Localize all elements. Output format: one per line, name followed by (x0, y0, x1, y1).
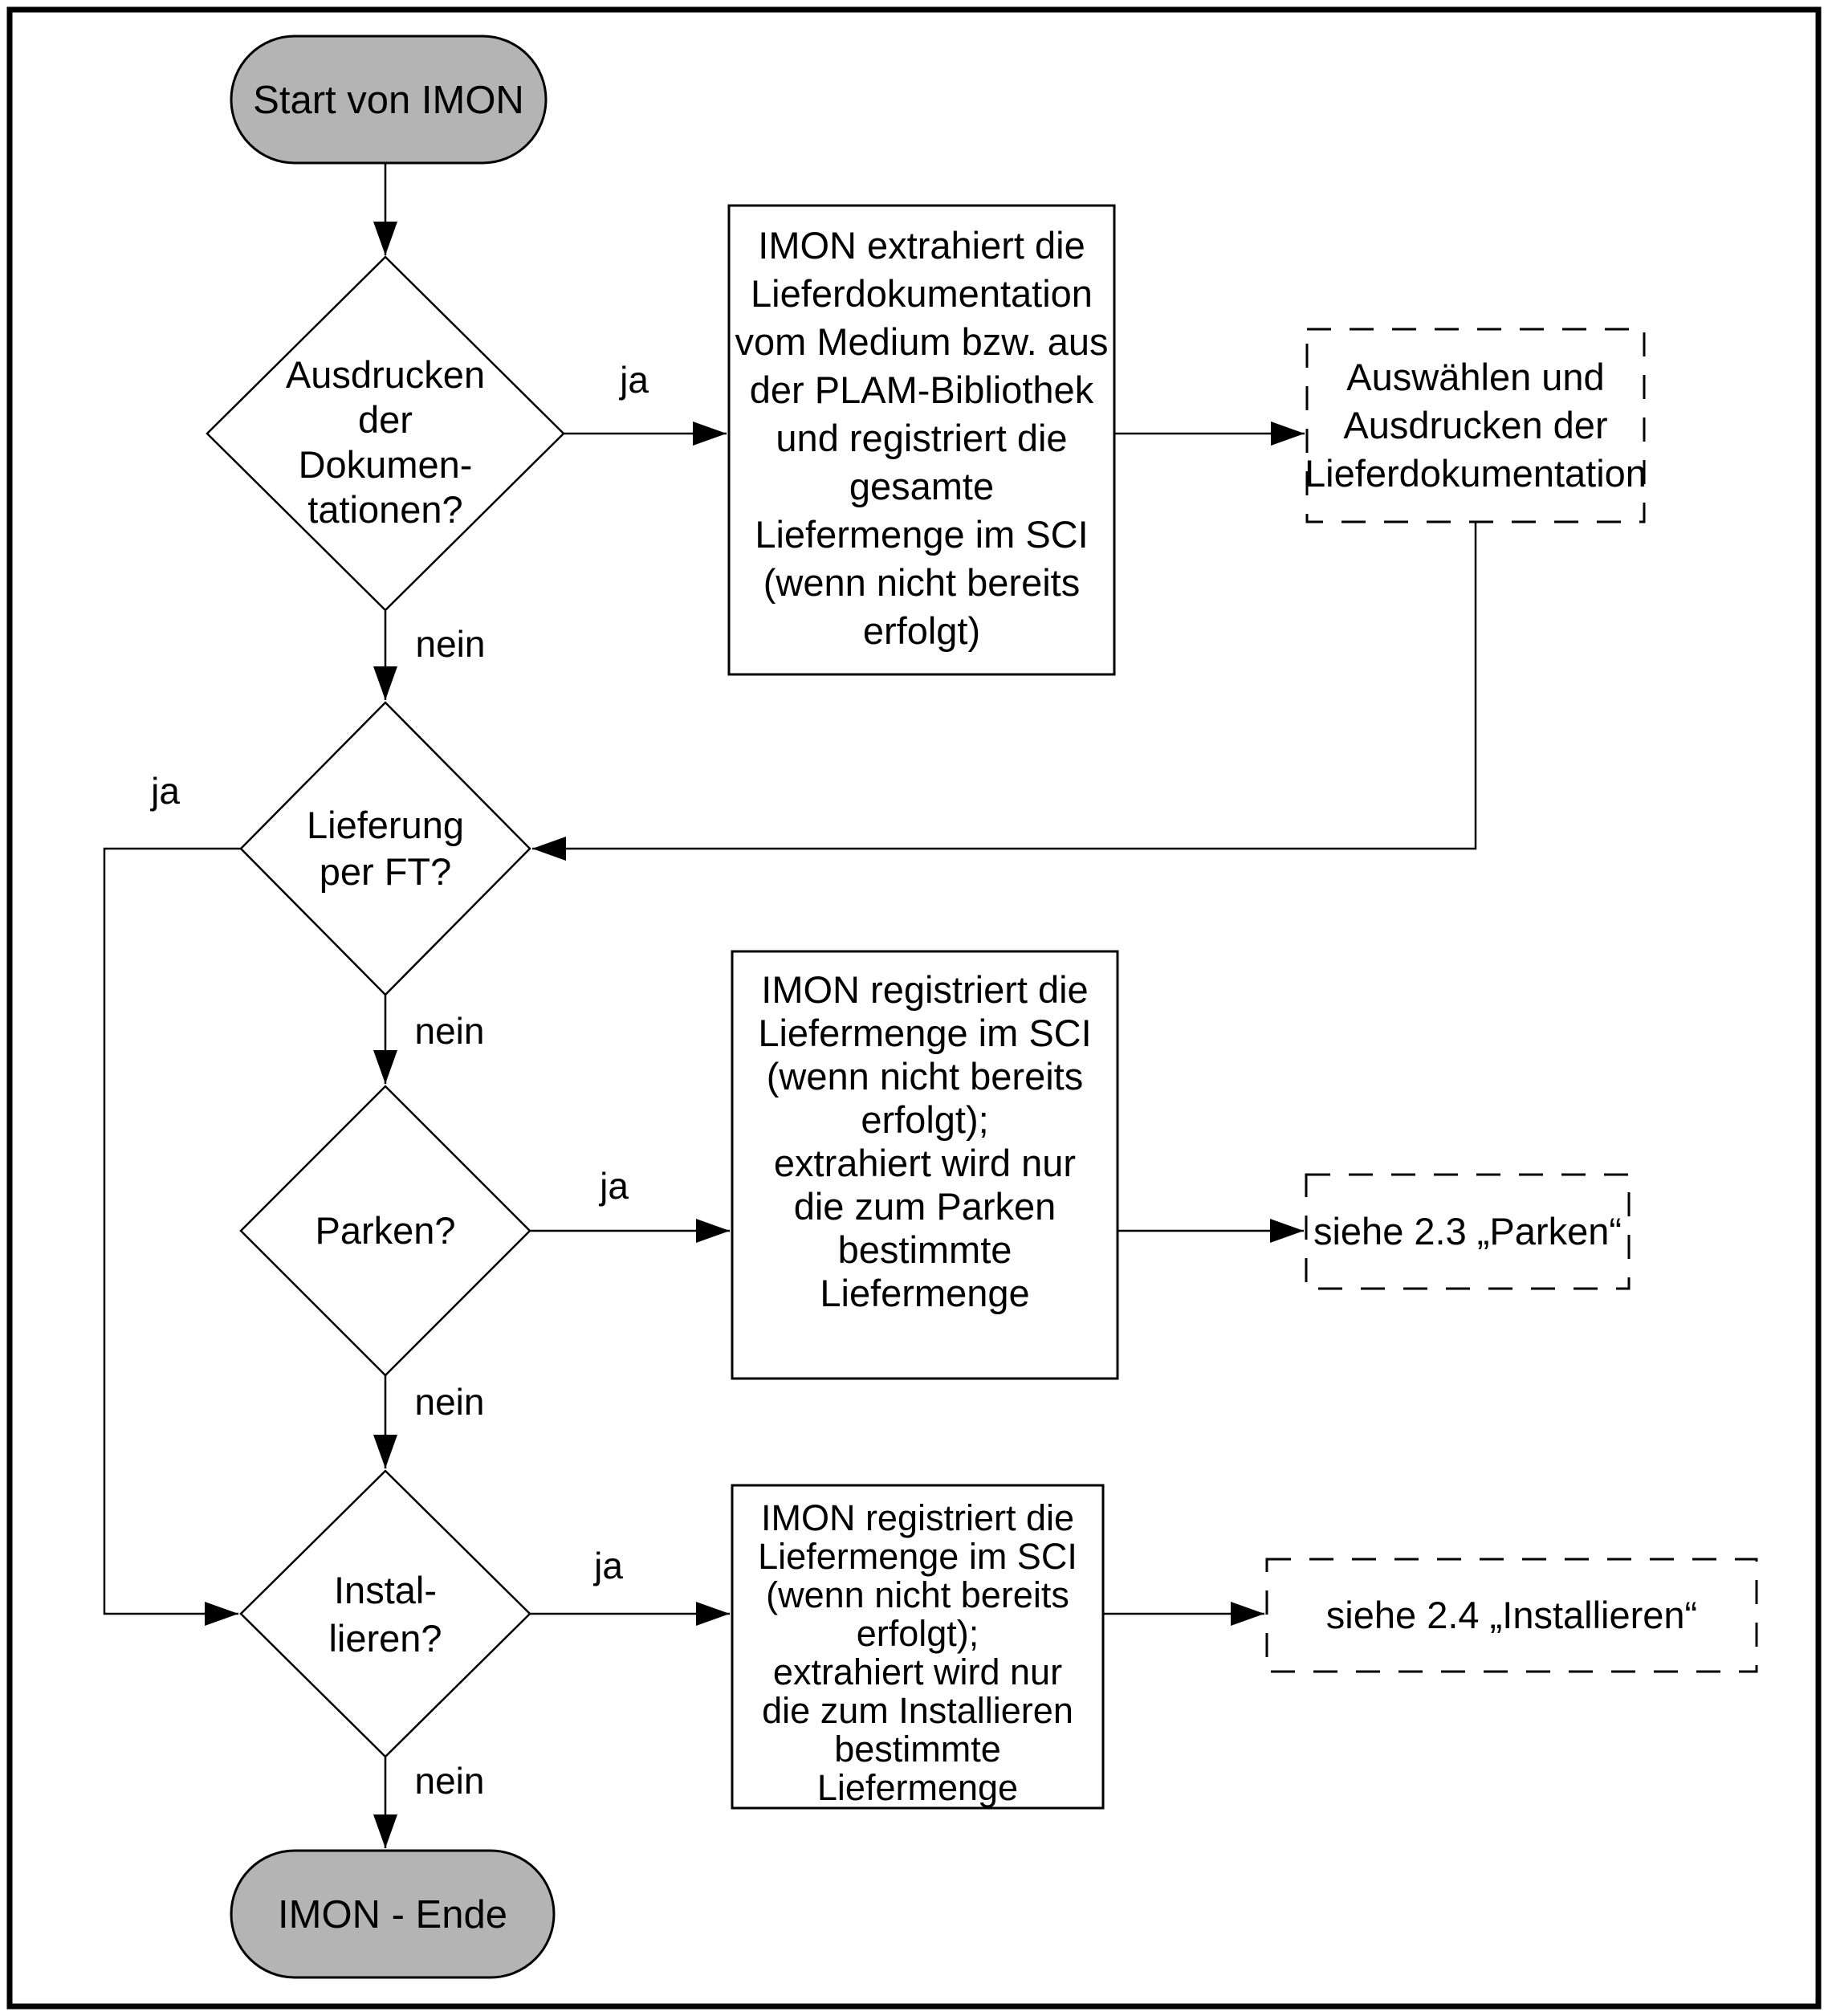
process-extract-docs-line: Lieferdokumentation (751, 272, 1093, 315)
ref-see-install-label: siehe 2.4 „Installieren“ (1326, 1594, 1697, 1636)
process-extract-docs-line: vom Medium bzw. aus (735, 320, 1109, 363)
edge-label-ja-deliveryft: ja (149, 770, 180, 812)
process-extract-docs-line: erfolgt) (863, 609, 980, 652)
edge-label-nein-printdocs: nein (416, 623, 486, 665)
decision-print-docs-shape (206, 255, 565, 612)
process-register-install-line: erfolgt); (857, 1613, 979, 1654)
decision-install-line: Instal- (334, 1569, 437, 1611)
arrow-selectprint-to-deliveryft (532, 522, 1477, 861)
decision-delivery-ft-line: Lieferung (307, 804, 464, 846)
process-register-install-line: bestimmte (834, 1729, 1001, 1770)
start-terminal-shape (230, 35, 548, 165)
ref-see-park-shape (1305, 1173, 1631, 1290)
node-end-terminal: IMON - Ende (230, 1849, 556, 1979)
process-register-install-shape (731, 1484, 1105, 1810)
ref-see-install-shape (1265, 1558, 1758, 1673)
process-extract-docs-line: Liefermenge im SCI (755, 513, 1088, 556)
node-process-register-install: IMON registriert die Liefermenge im SCI … (731, 1484, 1105, 1810)
process-register-park-shape (731, 950, 1119, 1380)
ref-select-print-docs-line: Auswählen und (1346, 356, 1604, 398)
edge-labels: ja nein ja nein ja nein ja nein (149, 359, 649, 1802)
process-register-park-line: erfolgt); (861, 1098, 988, 1141)
node-start-terminal: Start von IMON (230, 35, 548, 165)
decision-delivery-ft-line: per FT? (320, 850, 452, 893)
ref-see-park-label: siehe 2.3 „Parken“ (1313, 1210, 1622, 1252)
edge-label-ja-printdocs: ja (618, 359, 649, 401)
edge-label-nein-deliveryft: nein (415, 1010, 485, 1052)
process-register-park-line: (wenn nicht bereits (767, 1055, 1083, 1098)
decision-park-line: Parken? (315, 1209, 455, 1252)
decision-print-docs-line: der (358, 398, 413, 441)
edge-label-ja-install: ja (592, 1545, 623, 1586)
node-decision-delivery-ft: Lieferung per FT? (239, 701, 531, 996)
process-register-install-line: die zum Installieren (762, 1690, 1073, 1731)
end-terminal-shape (230, 1849, 556, 1979)
process-extract-docs-shape (727, 204, 1116, 676)
process-register-install-line: Liefermenge (817, 1767, 1018, 1808)
process-extract-docs-line: der PLAM-Bibliothek (750, 369, 1094, 411)
diagram-border (6, 6, 1822, 2010)
node-decision-park: Parken? (239, 1085, 531, 1377)
node-decision-print-docs: Ausdrucken der Dokumen- tationen? (206, 255, 565, 612)
process-register-park-line: IMON registriert die (761, 968, 1088, 1011)
process-register-park-line: extrahiert wird nur (774, 1142, 1076, 1184)
decision-print-docs-line: Ausdrucken (286, 353, 485, 396)
process-extract-docs-line: (wenn nicht bereits (763, 561, 1080, 604)
start-terminal-label: Start von IMON (253, 79, 524, 122)
node-ref-see-park: siehe 2.3 „Parken“ (1305, 1173, 1631, 1290)
node-decision-install: Instal- lieren? (239, 1469, 531, 1758)
process-register-install-line: extrahiert wird nur (773, 1651, 1062, 1692)
process-register-park-line: Liefermenge (820, 1272, 1029, 1314)
process-extract-docs-line: gesamte (849, 465, 994, 507)
ref-select-print-docs-line: Lieferdokumentation (1305, 452, 1647, 495)
process-register-install-line: (wenn nicht bereits (766, 1574, 1069, 1615)
decision-delivery-ft-shape (239, 701, 531, 996)
node-process-register-park: IMON registriert die Liefermenge im SCI … (731, 950, 1119, 1380)
process-register-install-line: Liefermenge im SCI (758, 1536, 1077, 1577)
process-register-install-line: IMON registriert die (761, 1497, 1074, 1538)
edge-label-nein-park: nein (415, 1381, 485, 1423)
decision-install-line: lieren? (328, 1617, 442, 1660)
ref-select-print-docs-shape (1305, 328, 1646, 523)
end-terminal-label: IMON - Ende (278, 1893, 507, 1937)
decision-print-docs-line: Dokumen- (299, 443, 473, 486)
node-ref-select-print-docs: Auswählen und Ausdrucken der Lieferdokum… (1305, 328, 1647, 523)
edge-label-ja-park: ja (598, 1165, 629, 1207)
ref-select-print-docs-line: Ausdrucken der (1343, 404, 1607, 446)
arrow-deliveryft-ja-to-install (103, 847, 241, 1626)
process-extract-docs-line: und registriert die (776, 417, 1067, 459)
process-register-park-line: Liefermenge im SCI (758, 1012, 1091, 1054)
node-process-extract-docs: IMON extrahiert die Lieferdokumentation … (727, 204, 1116, 676)
connectors (103, 163, 1477, 1848)
process-register-park-line: die zum Parken (794, 1185, 1056, 1228)
process-register-park-line: bestimmte (838, 1228, 1012, 1271)
decision-install-shape (239, 1469, 531, 1758)
node-ref-see-install: siehe 2.4 „Installieren“ (1265, 1558, 1758, 1673)
decision-park-shape (239, 1085, 531, 1377)
process-extract-docs-line: IMON extrahiert die (758, 224, 1085, 267)
decision-print-docs-line: tationen? (307, 488, 462, 531)
edge-label-nein-install: nein (415, 1760, 485, 1802)
